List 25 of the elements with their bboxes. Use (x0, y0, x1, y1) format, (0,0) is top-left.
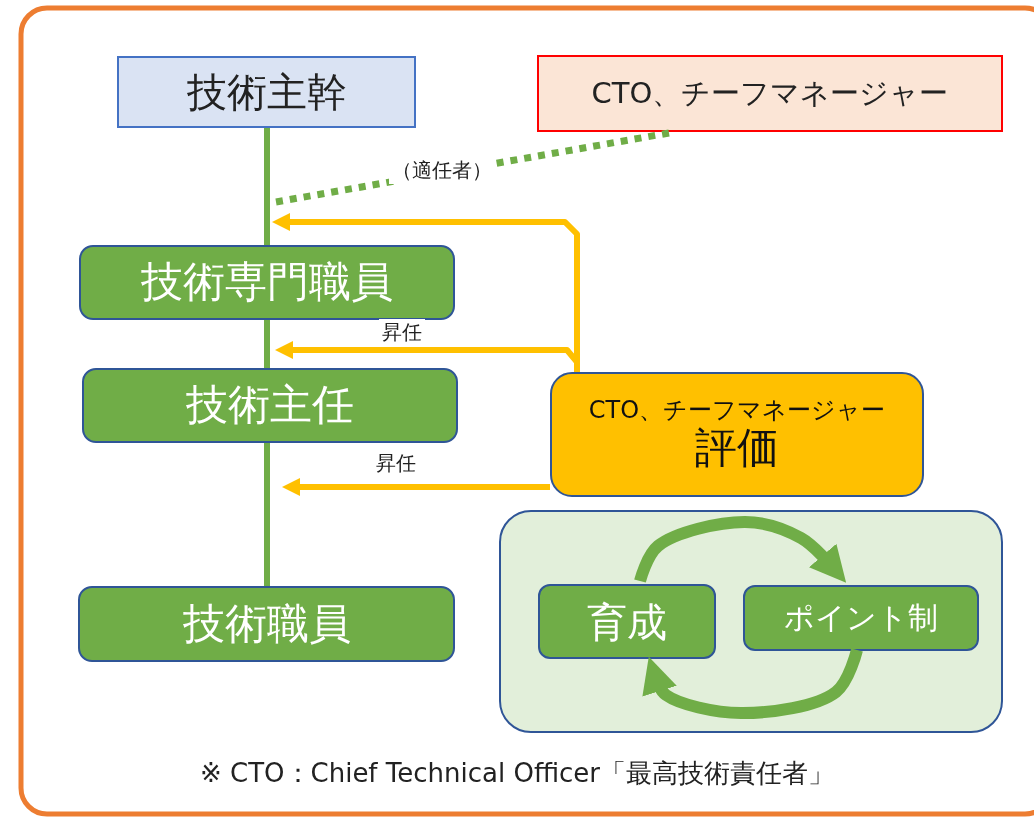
connector-line (264, 128, 270, 245)
process-box (743, 585, 979, 651)
role-box (537, 55, 1003, 132)
connector-line (264, 443, 270, 586)
node-label: 技術専門職員 (141, 258, 393, 307)
rank-box (79, 245, 455, 320)
arrow (275, 341, 580, 372)
node-label: 技術主任 (186, 381, 354, 430)
evaluation-box (550, 372, 924, 497)
node-label: 技術主幹 (186, 69, 347, 115)
cycle-arrow (642, 648, 863, 719)
process-box (538, 584, 716, 659)
node-label: ポイント制 (784, 600, 938, 636)
node-label: CTO、チーフマネージャー (591, 76, 949, 111)
rank-box (78, 586, 455, 662)
footnote: ※ CTO：Chief Technical Officer「最高技術責任者」 (198, 757, 836, 790)
node-label: 評価 (695, 424, 779, 473)
role-text: CTO、チーフマネージャー (588, 396, 886, 425)
cycle-panel (499, 510, 1003, 733)
connector-line (264, 320, 270, 368)
node-label: 育成 (587, 598, 667, 645)
node-label: 技術職員 (182, 599, 351, 649)
rank-box (82, 368, 458, 443)
arrow (282, 478, 550, 496)
title-box (117, 56, 416, 128)
